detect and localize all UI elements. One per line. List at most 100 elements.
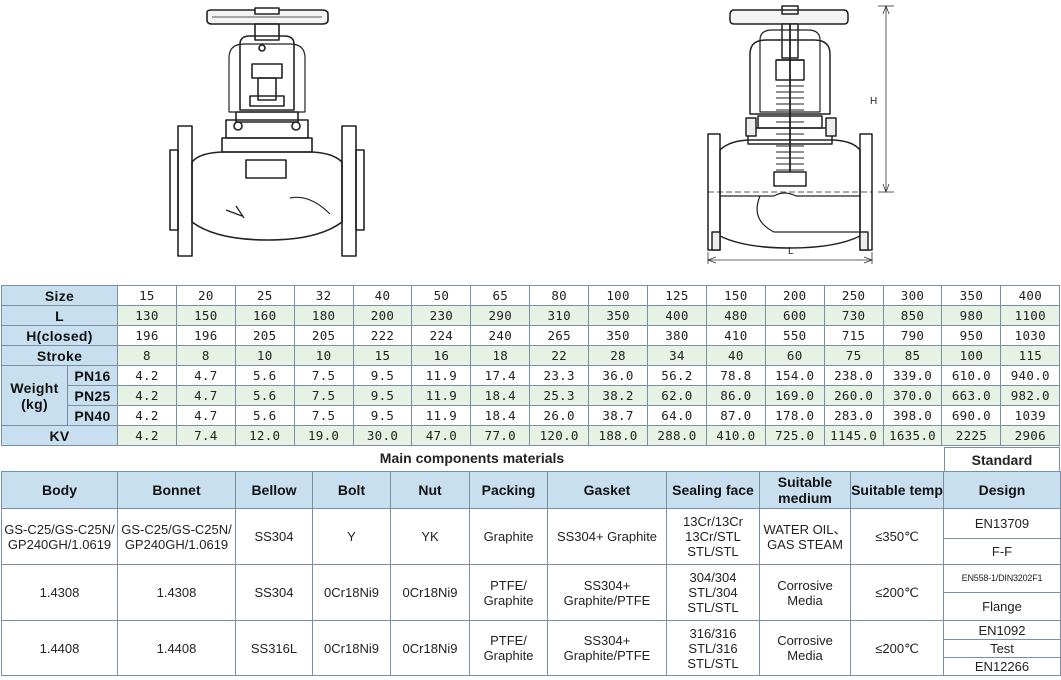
cell-standard-en1092: EN1092 (943, 620, 1061, 640)
materials-row-3a: 1.4408 1.4408 SS316L 0Cr18Ni9 0Cr18Ni9 P… (1, 620, 1061, 676)
cell-pn40-16: 1039 (1000, 405, 1061, 426)
cell-kv-1: 4.2 (117, 425, 177, 446)
cell-bellow: SS304 (235, 564, 313, 621)
cell-l-14: 850 (882, 305, 943, 326)
label-weight: Weight(kg) (1, 365, 68, 426)
cell-sizes-11: 150 (705, 285, 766, 306)
cell-sizes-5: 40 (352, 285, 413, 306)
cell-h-8: 265 (529, 325, 590, 346)
valve-section-view: H L (706, 4, 894, 264)
header-packing: Packing (469, 471, 548, 509)
cell-body: GS-C25/GS-C25N/GP240GH/1.0619 (1, 508, 118, 565)
valve-drawings: H L (0, 0, 1061, 284)
cell-pn16-9: 36.0 (588, 365, 649, 386)
cell-sizes-13: 250 (823, 285, 884, 306)
cell-l-8: 310 (529, 305, 590, 326)
cell-stroke-6: 16 (411, 345, 472, 366)
cell-stroke-4: 10 (293, 345, 354, 366)
cell-kv-14: 1635.0 (882, 425, 943, 446)
cell-body: 1.4308 (1, 564, 118, 621)
cell-suitable-medium: Corrosive Media (759, 564, 851, 621)
cell-pn40-8: 26.0 (529, 405, 590, 426)
cell-h-9: 350 (588, 325, 649, 346)
cell-sizes-1: 15 (117, 285, 177, 306)
cell-h-16: 1030 (1000, 325, 1061, 346)
cell-stroke-14: 85 (882, 345, 943, 366)
cell-sizes-14: 300 (882, 285, 943, 306)
cell-kv-7: 77.0 (470, 425, 531, 446)
cell-sizes-8: 80 (529, 285, 590, 306)
length-dimension-label: L (788, 246, 794, 257)
materials-table: Body Bonnet Bellow Bolt Nut Packing Gask… (1, 471, 1061, 676)
cell-gasket: SS304+ Graphite (547, 508, 667, 565)
cell-pn25-5: 9.5 (352, 385, 413, 406)
cell-kv-15: 2225 (941, 425, 1002, 446)
materials-row-1b: F-F (2, 538, 1061, 565)
cell-sealing-face: 13Cr/13Cr 13Cr/STL STL/STL (666, 508, 760, 565)
cell-standard-en12266: EN12266 (943, 657, 1061, 676)
cell-l-9: 350 (588, 305, 649, 326)
cell-pn40-13: 283.0 (823, 405, 884, 426)
cell-pn25-7: 18.4 (470, 385, 531, 406)
cell-sizes-10: 125 (647, 285, 707, 306)
cell-suitable-temp: ≤350℃ (850, 508, 944, 565)
label-size: Size (1, 285, 118, 306)
cell-stroke-8: 22 (529, 345, 590, 366)
cell-stroke-9: 28 (588, 345, 649, 366)
cell-standard-ff: F-F (943, 538, 1061, 565)
cell-l-13: 730 (823, 305, 884, 326)
cell-pn40-10: 64.0 (647, 405, 707, 426)
cell-h-6: 224 (411, 325, 472, 346)
cell-kv-5: 30.0 (352, 425, 413, 446)
label-pn16: PN16 (67, 365, 118, 386)
cell-kv-12: 725.0 (764, 425, 825, 446)
cell-bonnet: 1.4308 (117, 564, 236, 621)
cell-pn16-13: 238.0 (823, 365, 884, 386)
cell-pn25-8: 25.3 (529, 385, 590, 406)
cell-bolt: Y (312, 508, 391, 565)
cell-bolt: 0Cr18Ni9 (312, 620, 391, 676)
cell-h-10: 380 (647, 325, 707, 346)
cell-gasket: SS304+ Graphite/PTFE (547, 620, 667, 676)
cell-sizes-15: 350 (941, 285, 1002, 306)
cell-stroke-5: 15 (352, 345, 413, 366)
cell-h-12: 550 (764, 325, 825, 346)
cell-suitable-temp: ≤200℃ (850, 564, 944, 621)
cell-standard-en558: EN558-1/DIN3202F1 (943, 564, 1061, 593)
cell-l-4: 180 (293, 305, 354, 326)
cell-pn40-9: 38.7 (588, 405, 649, 426)
cell-h-11: 410 (705, 325, 766, 346)
cell-pn16-1: 4.2 (117, 365, 177, 386)
materials-row-2a: 1.4308 1.4308 SS304 0Cr18Ni9 0Cr18Ni9 PT… (1, 564, 1061, 621)
materials-title: Main components materials (379, 450, 565, 466)
cell-pn25-4: 7.5 (293, 385, 354, 406)
cell-l-11: 480 (705, 305, 766, 326)
cell-pn16-7: 17.4 (470, 365, 531, 386)
cell-pn40-7: 18.4 (470, 405, 531, 426)
cell-stroke-11: 40 (705, 345, 766, 366)
cell-nut: 0Cr18Ni9 (390, 620, 470, 676)
cell-stroke-16: 115 (1000, 345, 1061, 366)
cell-stroke-15: 100 (941, 345, 1002, 366)
cell-pn16-2: 4.7 (175, 365, 236, 386)
cell-kv-2: 7.4 (175, 425, 236, 446)
cell-h-3: 205 (234, 325, 295, 346)
header-suitable-temp: Suitable temp (850, 471, 944, 509)
cell-h-5: 222 (352, 325, 413, 346)
cell-l-10: 400 (647, 305, 707, 326)
cell-pn16-14: 339.0 (882, 365, 943, 386)
cell-bellow: SS304 (235, 508, 313, 565)
cell-standard-en13709: EN13709 (943, 508, 1061, 539)
cell-stroke-12: 60 (764, 345, 825, 366)
cell-kv-6: 47.0 (411, 425, 472, 446)
cell-l-1: 130 (117, 305, 177, 326)
cell-pn40-11: 87.0 (705, 405, 766, 426)
cell-stroke-7: 18 (470, 345, 531, 366)
header-sealing-face: Sealing face (666, 471, 760, 509)
